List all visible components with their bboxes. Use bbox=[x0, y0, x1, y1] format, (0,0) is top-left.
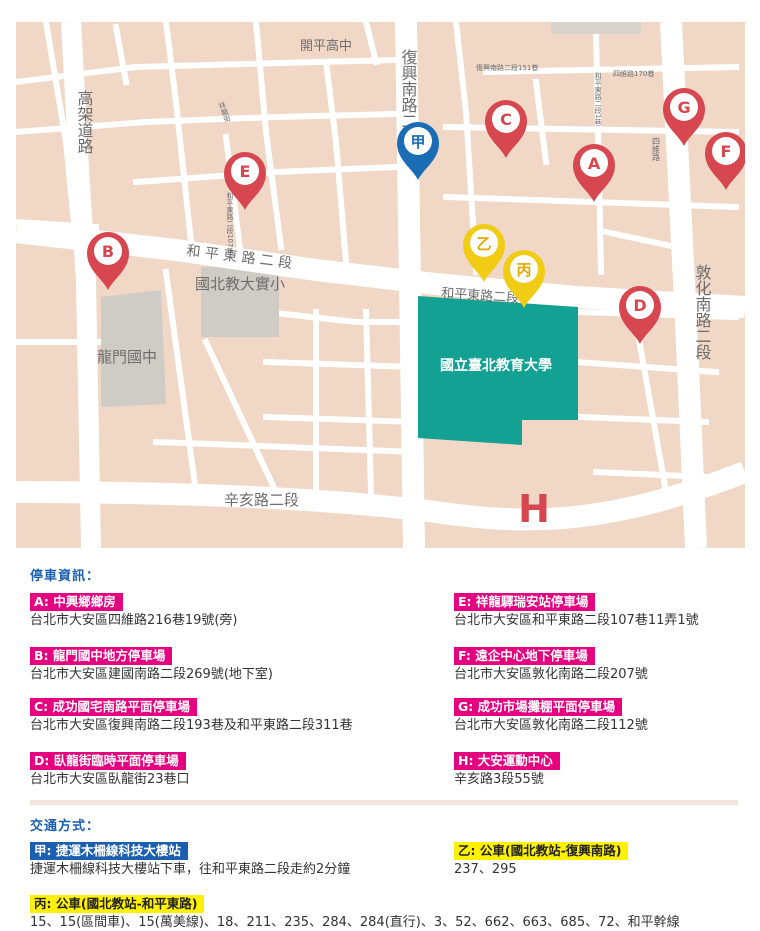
parking-f-address: 台北市大安區敦化南路二段207號 bbox=[454, 667, 648, 682]
pin-d-label: D bbox=[633, 296, 646, 315]
parking-b-address: 台北市大安區建國南路二段269號(地下室) bbox=[30, 667, 273, 682]
transport-bing-name: 丙: 公車(國北教站-和平東路) bbox=[30, 895, 205, 913]
pin-b-label: B bbox=[102, 242, 114, 261]
parking-b-name: B: 龍門國中地方停車場 bbox=[30, 647, 173, 665]
label-xinhai: 辛亥路二段 bbox=[224, 491, 299, 509]
parking-entry-h: H: 大安運動中心 辛亥路3段55號 bbox=[454, 750, 560, 790]
parking-entry-a: A: 中興鄉鄉房 台北市大安區四維路216巷19號(旁) bbox=[30, 591, 238, 631]
pin-jia[interactable]: 甲 bbox=[397, 122, 439, 180]
school-label-guobei: 國北教大實小 bbox=[195, 275, 285, 293]
parking-c-name: C: 成功國宅南路平面停車場 bbox=[30, 698, 198, 716]
parking-d-name: D: 臥龍街臨時平面停車場 bbox=[30, 752, 186, 770]
pin-yi-label: 乙 bbox=[476, 235, 491, 253]
parking-e-name: E: 祥龍驛瑞安站停車場 bbox=[454, 593, 596, 611]
label-kaiping: 開平高中 bbox=[300, 38, 352, 54]
parking-entry-f: F: 遠企中心地下停車場 台北市大安區敦化南路二段207號 bbox=[454, 645, 648, 685]
pin-bing[interactable]: 丙 bbox=[503, 250, 545, 308]
parking-entry-c: C: 成功國宅南路平面停車場 台北市大安區復興南路二段193巷及和平東路二段31… bbox=[30, 696, 353, 736]
sports-center-marker: H bbox=[518, 487, 550, 531]
transport-yi-name: 乙: 公車(國北教站-復興南路) bbox=[454, 842, 629, 860]
pin-e-label: E bbox=[240, 162, 251, 181]
pin-c-label: C bbox=[500, 110, 512, 129]
transport-jia-name: 甲: 捷運木柵線科技大樓站 bbox=[30, 842, 188, 860]
university-block bbox=[418, 296, 578, 445]
parking-entry-e: E: 祥龍驛瑞安站停車場 台北市大安區和平東路二段107巷11弄1號 bbox=[454, 591, 699, 631]
label-heping-east: 和平東路二段 bbox=[441, 285, 520, 306]
pin-c[interactable]: C bbox=[485, 100, 527, 158]
top-gray-block bbox=[551, 22, 641, 34]
transport-jia-detail: 捷運木柵線科技大樓站下車，往和平東路二段走約2分鐘 bbox=[30, 862, 351, 877]
parking-entry-g: G: 成功市場攤棚平面停車場 台北市大安區敦化南路二段112號 bbox=[454, 696, 648, 736]
pin-yi[interactable]: 乙 bbox=[463, 224, 505, 282]
parking-title: 停車資訊： bbox=[30, 569, 101, 584]
transport-entry-yi: 乙: 公車(國北教站-復興南路) 237、295 bbox=[454, 840, 629, 880]
parking-d-address: 台北市大安區臥龍街23巷口 bbox=[30, 772, 190, 787]
parking-entry-b: B: 龍門國中地方停車場 台北市大安區建國南路二段269號(地下室) bbox=[30, 645, 273, 685]
pin-g[interactable]: G bbox=[663, 88, 705, 146]
parking-g-address: 台北市大安區敦化南路二段112號 bbox=[454, 718, 648, 733]
label-fuxing-lane: 復興南路二段151巷 bbox=[476, 63, 538, 72]
transport-yi-detail: 237、295 bbox=[454, 862, 517, 877]
university-label: 國立臺北教育大學 bbox=[440, 357, 552, 374]
label-fuxing: 復興南路二段 bbox=[399, 49, 418, 145]
label-siwei-lane: 四維路170巷 bbox=[613, 69, 654, 78]
school-block-guobei bbox=[201, 267, 279, 337]
section-divider bbox=[30, 800, 738, 805]
parking-a-name: A: 中興鄉鄉房 bbox=[30, 593, 123, 611]
pin-e[interactable]: E bbox=[224, 152, 266, 210]
transport-title: 交通方式： bbox=[30, 819, 101, 834]
transport-entry-jia: 甲: 捷運木柵線科技大樓站 捷運木柵線科技大樓站下車，往和平東路二段走約2分鐘 bbox=[30, 840, 350, 880]
pin-bing-label: 丙 bbox=[516, 261, 531, 279]
label-gaojia: 高架道路 bbox=[75, 90, 94, 154]
pin-f[interactable]: F bbox=[705, 132, 745, 190]
transport-bing-detail: 15、15(區間車)、15(萬美線)、18、211、235、284、284(直行… bbox=[30, 915, 680, 930]
parking-f-name: F: 遠企中心地下停車場 bbox=[454, 647, 595, 665]
pin-d[interactable]: D bbox=[619, 286, 661, 344]
campus-map: 國立臺北教育大學 國北教大實小 龍門國中 開平高中 高架道路 復興南路二段 敦化… bbox=[16, 22, 745, 548]
pin-g-label: G bbox=[677, 98, 690, 117]
school-block-longmen bbox=[101, 290, 166, 407]
pin-a[interactable]: A bbox=[573, 144, 615, 202]
pin-a-label: A bbox=[588, 154, 601, 173]
pin-b[interactable]: B bbox=[87, 232, 129, 290]
label-siwei: 四維路 bbox=[652, 137, 661, 161]
parking-g-name: G: 成功市場攤棚平面停車場 bbox=[454, 698, 623, 716]
pin-f-label: F bbox=[721, 142, 732, 161]
label-dunhua: 敦化南路二段 bbox=[693, 264, 712, 360]
transport-entry-bing: 丙: 公車(國北教站-和平東路) 15、15(區間車)、15(萬美線)、18、2… bbox=[30, 893, 680, 931]
label-heping-lane-e: 和平東路二段107巷 bbox=[226, 191, 234, 254]
parking-h-address: 辛亥路3段55號 bbox=[454, 772, 544, 787]
parking-e-address: 台北市大安區和平東路二段107巷11弄1號 bbox=[454, 613, 699, 628]
label-heping-lane-a: 和平東路二段1巷 bbox=[594, 71, 602, 125]
pin-jia-label: 甲 bbox=[410, 133, 425, 151]
parking-c-address: 台北市大安區復興南路二段193巷及和平東路二段311巷 bbox=[30, 718, 353, 733]
parking-h-name: H: 大安運動中心 bbox=[454, 752, 560, 770]
school-label-longmen: 龍門國中 bbox=[97, 348, 157, 366]
parking-entry-d: D: 臥龍街臨時平面停車場 台北市大安區臥龍街23巷口 bbox=[30, 750, 190, 790]
parking-a-address: 台北市大安區四維路216巷19號(旁) bbox=[30, 613, 238, 628]
